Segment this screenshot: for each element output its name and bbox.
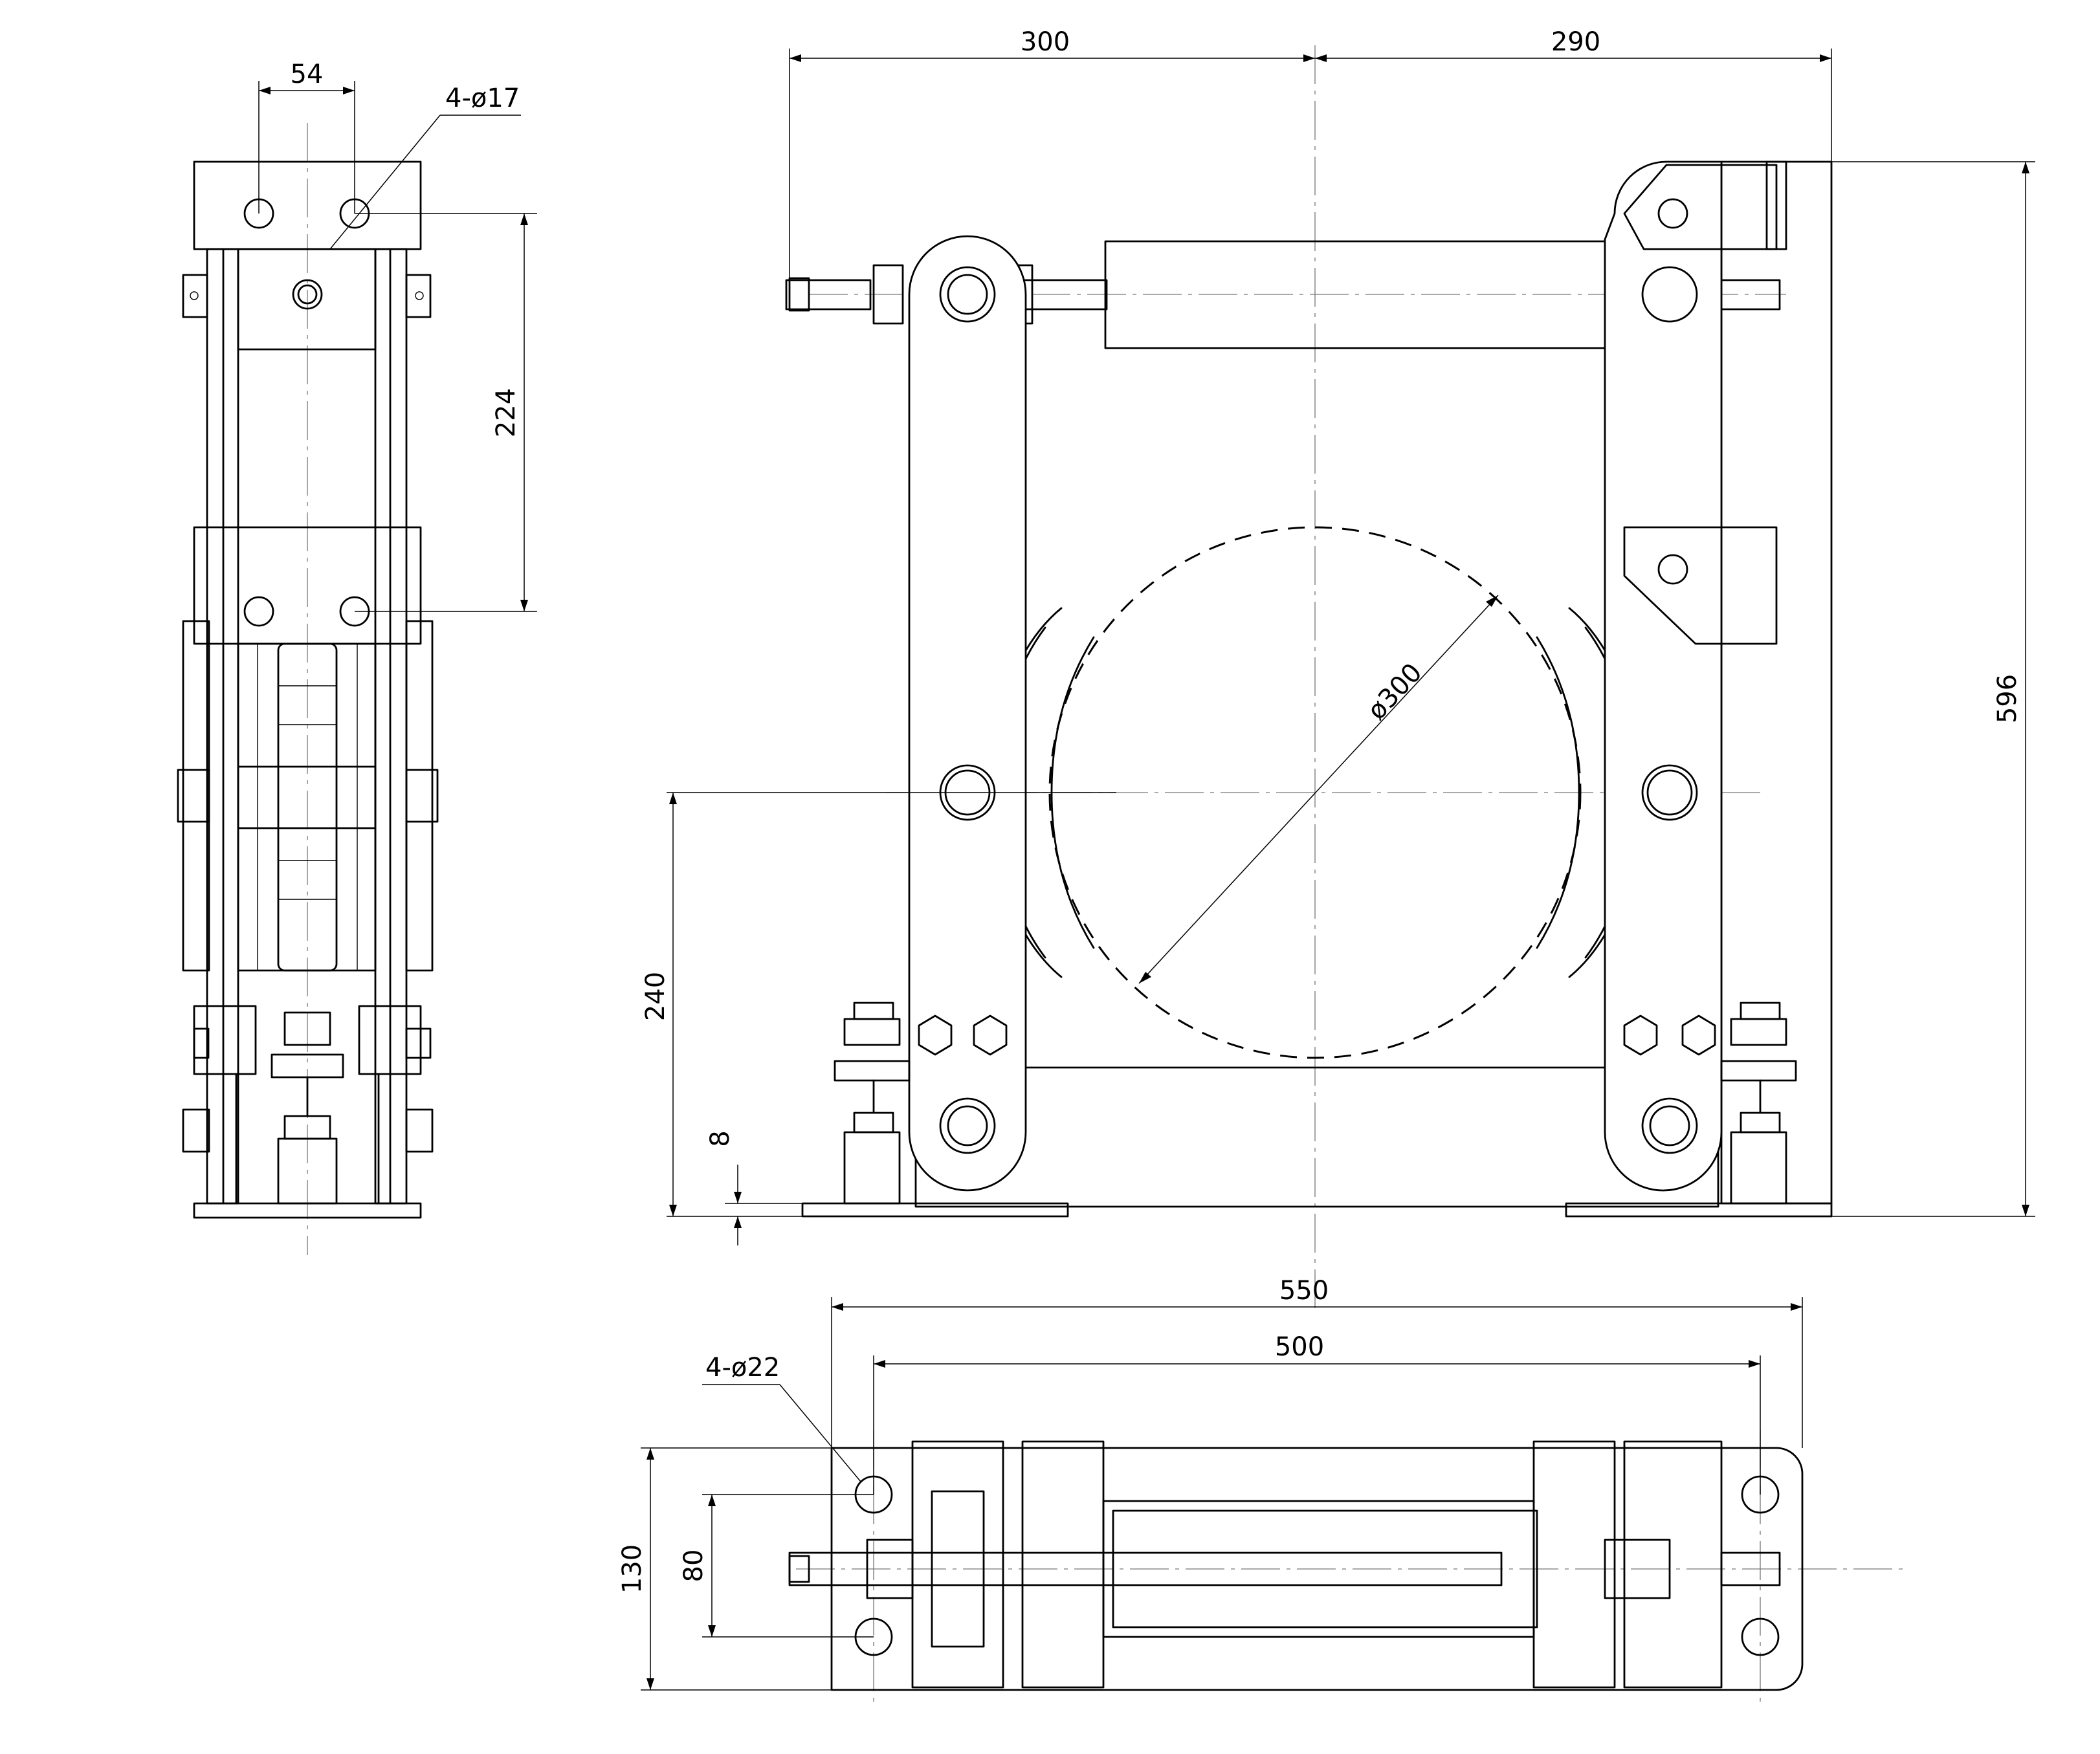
front-view	[785, 45, 1833, 1313]
dim-label-300: 300	[1021, 27, 1070, 57]
dim-label-54: 54	[291, 60, 324, 89]
dim-label-130: 130	[617, 1544, 647, 1594]
dimension-lines	[258, 49, 2035, 1691]
dim-label-550: 550	[1279, 1276, 1329, 1306]
dim-label-596: 596	[1993, 674, 2022, 723]
dim-label-drum-diameter: ø300	[1362, 658, 1428, 726]
dim-label-side-holes: 4-ø17	[445, 83, 520, 113]
dim-label-8: 8	[705, 1130, 735, 1146]
dimension-labels: 54 4-ø17 224 300 290 ø300 596 240 8 550 …	[291, 27, 2022, 1594]
dim-label-base-holes: 4-ø22	[705, 1353, 780, 1383]
dim-label-224: 224	[491, 388, 521, 437]
dim-label-80: 80	[679, 1550, 709, 1583]
side-view	[177, 123, 439, 1255]
dim-label-500: 500	[1275, 1332, 1324, 1362]
dim-label-290: 290	[1551, 27, 1600, 57]
plan-view	[788, 1430, 1903, 1708]
dim-label-240: 240	[641, 972, 670, 1021]
